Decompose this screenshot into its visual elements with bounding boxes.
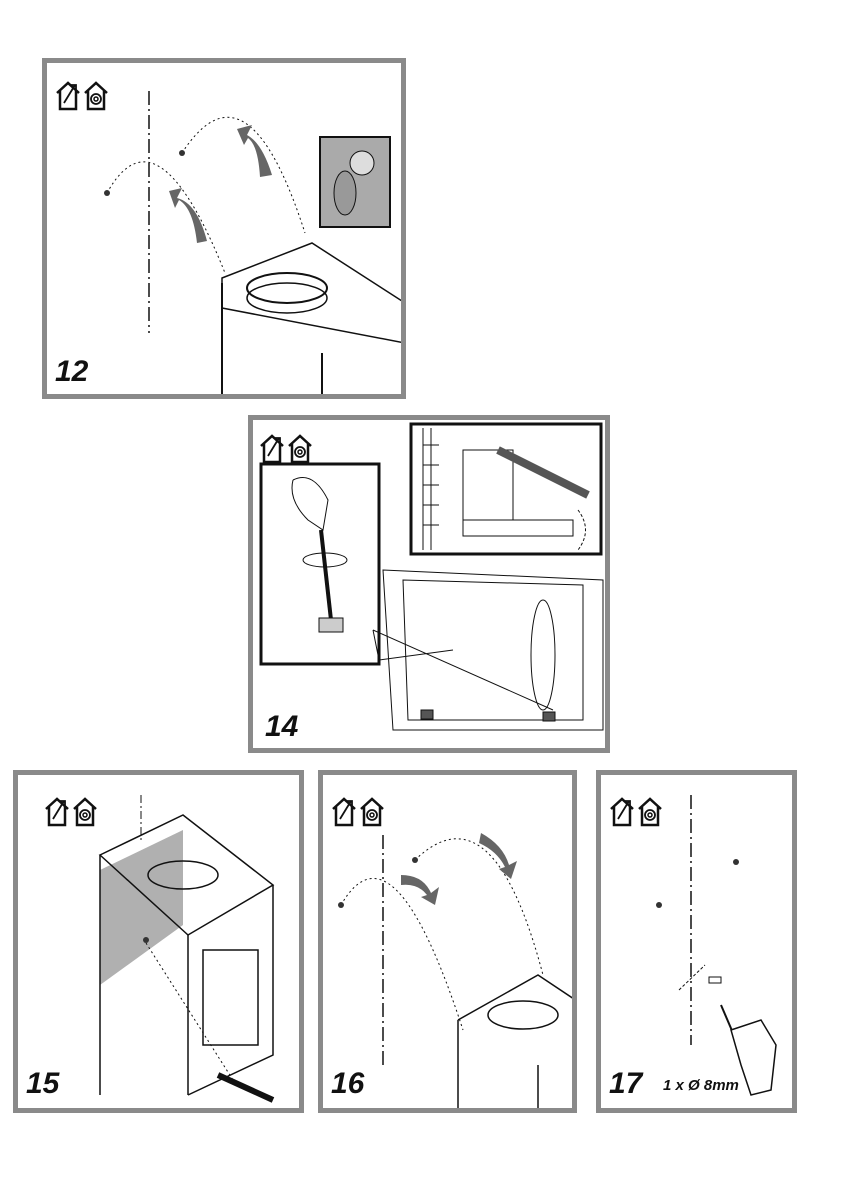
step-16-panel: 16 — [318, 770, 577, 1113]
arrow-icon — [169, 188, 207, 243]
step-number: 17 — [609, 1067, 643, 1100]
step-12-illustration — [55, 81, 401, 394]
step-17-panel: 17 1 x Ø 8mm — [596, 770, 797, 1113]
screw-icon — [412, 857, 418, 863]
pencil-icon — [216, 1072, 275, 1103]
mode-icons — [44, 797, 98, 827]
drill-bit-note: 1 x Ø 8mm — [663, 1077, 739, 1094]
arrow-icon — [237, 125, 272, 177]
step-number: 15 — [26, 1067, 60, 1100]
mode-icons — [55, 81, 109, 111]
arrow-icon — [479, 833, 517, 879]
mode-icons — [331, 797, 385, 827]
step-number: 12 — [55, 355, 89, 388]
screw-icon — [733, 859, 739, 865]
step-15-panel: 15 — [13, 770, 304, 1113]
step-15-illustration — [44, 795, 275, 1103]
screw-icon — [179, 150, 185, 156]
mode-icons — [259, 434, 313, 464]
step-16-illustration — [331, 797, 572, 1108]
arrow-icon — [401, 875, 439, 905]
step-14-panel: 14 — [248, 415, 610, 753]
mode-icons — [609, 797, 663, 827]
step-17-illustration — [609, 795, 777, 1096]
screw-icon — [338, 902, 344, 908]
screw-icon — [656, 902, 662, 908]
step-14-illustration — [259, 422, 604, 731]
drill-icon — [730, 1019, 777, 1096]
step-number: 16 — [331, 1067, 365, 1100]
screw-icon — [104, 190, 110, 196]
wall-plug-icon — [708, 976, 722, 984]
shaded-area — [100, 830, 183, 985]
step-number: 14 — [265, 710, 299, 743]
step-12-panel: 12 — [42, 58, 406, 399]
